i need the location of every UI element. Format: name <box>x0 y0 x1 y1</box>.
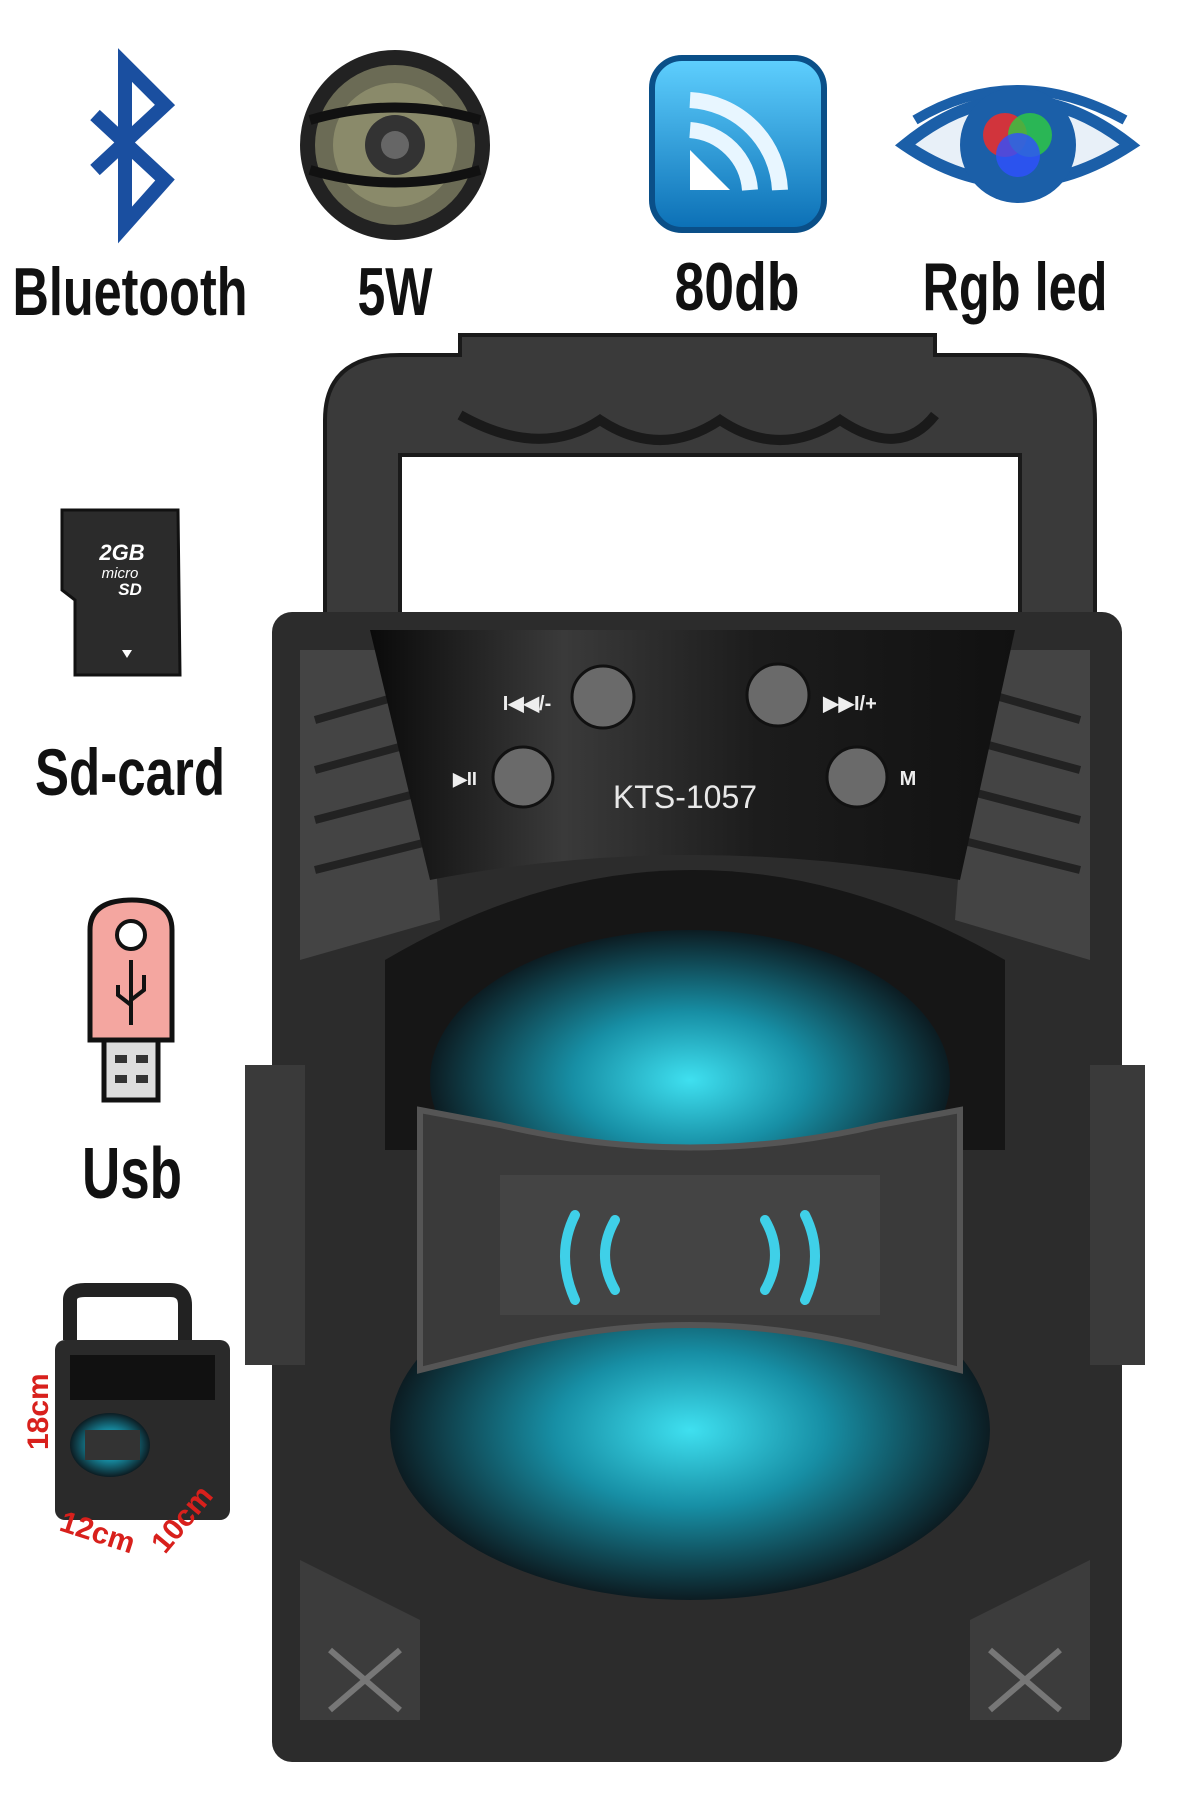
next-button[interactable] <box>745 662 811 728</box>
play-pause-button[interactable] <box>491 745 555 809</box>
eye-icon <box>894 85 1141 203</box>
bluetooth-icon <box>90 48 176 244</box>
speaker-body <box>245 333 1145 1762</box>
usb-label: Usb <box>82 1134 182 1214</box>
power-label: 5W <box>358 254 434 330</box>
size-thumbnail <box>55 1283 230 1520</box>
svg-text:SD: SD <box>118 580 142 599</box>
volume-label: 80db <box>675 249 800 325</box>
svg-text:2GB: 2GB <box>98 540 144 565</box>
mode-label: M <box>900 768 917 790</box>
usb-drive-icon <box>87 897 175 1103</box>
sdcard-label: Sd-card <box>35 735 225 809</box>
micro-sd-card-icon: 2GB micro SD <box>60 508 182 677</box>
dimension-height: 18cm <box>22 1373 55 1450</box>
signal-waves-icon <box>649 55 827 233</box>
bluetooth-label: Bluetooth <box>13 254 248 330</box>
model-number: KTS-1057 <box>613 779 757 815</box>
speaker-driver-icon <box>300 50 490 240</box>
play-pause-label: ▶II <box>452 769 477 789</box>
previous-button[interactable] <box>570 664 636 730</box>
next-button-label: ▶▶I/+ <box>822 693 877 715</box>
previous-button-label: I◀◀/- <box>503 693 552 715</box>
rgb-label: Rgb led <box>923 249 1108 325</box>
svg-text:micro: micro <box>102 565 139 582</box>
control-panel <box>370 630 1015 880</box>
mode-button[interactable] <box>825 745 889 809</box>
